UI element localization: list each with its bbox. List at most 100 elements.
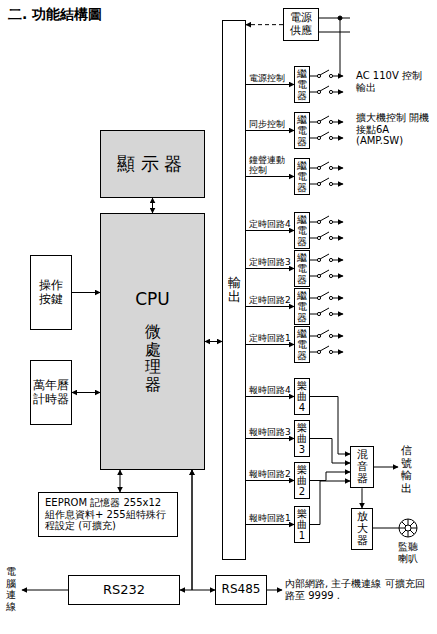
connector — [246, 344, 294, 345]
edge-label: 同步控制 — [249, 119, 293, 129]
key-box: 操作按鍵 — [30, 255, 72, 330]
relay-box: 繼電器 — [294, 250, 310, 287]
leader-arrow — [374, 467, 398, 468]
node-label: RS485 — [222, 583, 261, 597]
node-label: 顯示器 — [117, 154, 187, 175]
connector — [246, 230, 294, 231]
node-label: 繼電器 — [297, 114, 307, 147]
edge-label: 定時回路3 — [249, 257, 293, 267]
edge-label: 報時回路3 — [249, 427, 293, 437]
connector — [310, 397, 350, 455]
edge-label: 報時回路4 — [249, 385, 293, 395]
connector — [120, 470, 121, 492]
leader-arrow — [22, 590, 68, 591]
relay-box: 繼電器 — [294, 212, 310, 249]
edge-label: 定時回路1 — [249, 333, 293, 343]
relay-contacts — [310, 70, 343, 94]
node-label: 操作按鍵 — [39, 279, 63, 307]
connector — [152, 198, 153, 213]
network-note: 內部網路, 主子機連線 可擴充回路至 9999 . — [285, 578, 430, 601]
edge-label: 定時回路4 — [249, 219, 293, 229]
power-wire — [340, 18, 341, 76]
connector — [310, 439, 350, 464]
link-note: 電腦連線 — [6, 566, 16, 612]
mixer-box: 混音器 — [350, 446, 374, 488]
relay-contacts — [310, 162, 343, 186]
edge-label: 電源控制 — [249, 73, 293, 83]
node-label: 繼電器 — [297, 328, 307, 361]
node-label: 繼電器 — [297, 290, 307, 323]
edge-label: 報時回路2 — [249, 469, 293, 479]
cpu-box: CPU 微處理器 — [100, 213, 205, 470]
node-label: CPU — [135, 290, 170, 310]
speaker-symbol — [399, 519, 417, 537]
connector — [246, 480, 294, 481]
port-box: RS232 — [68, 575, 180, 605]
connector — [246, 438, 294, 439]
output-note: AC 110V 控制輸出 — [356, 70, 426, 93]
relay-box: 繼電器 — [294, 112, 310, 149]
music-box: 樂曲1 — [294, 506, 310, 543]
relay-box: 繼電器 — [294, 158, 310, 195]
node-label: 繼電器 — [297, 160, 307, 193]
relay-contacts — [310, 330, 343, 354]
relay-box: 繼電器 — [294, 326, 310, 363]
edge-label: 定時回路2 — [249, 295, 293, 305]
node-label: 樂曲1 — [297, 508, 307, 541]
memory-box: EEPROM 記憶器 255x12 組作息資料+ 255組特殊行程設定 (可擴充… — [38, 492, 178, 537]
music-box: 樂曲3 — [294, 420, 310, 457]
power-wire — [319, 18, 350, 19]
node-label: 電源供應 — [290, 12, 312, 37]
connector — [246, 396, 294, 397]
power-box: 電源供應 — [283, 8, 319, 41]
relay-contacts — [310, 292, 343, 316]
edge-label: 報時回路1 — [249, 513, 293, 523]
node-label: 混音器 — [357, 449, 368, 485]
edge-label: 鐘聲連動控制 — [249, 155, 293, 176]
node-label: 繼電器 — [297, 68, 307, 101]
speaker-wire — [373, 528, 399, 529]
relay-contacts — [310, 216, 343, 240]
music-box: 樂曲4 — [294, 378, 310, 415]
display-box: 顯示器 — [100, 130, 205, 198]
node-label: 樂曲3 — [297, 422, 307, 455]
connector — [192, 470, 215, 590]
connector — [246, 268, 294, 269]
connector — [246, 24, 283, 25]
output-bus: 輸出 — [222, 20, 246, 560]
leader-arrow — [267, 590, 282, 591]
output-note: 擴大機控制 開機接點6A (AMP.SW) — [356, 112, 434, 147]
connector — [72, 292, 100, 293]
connector — [246, 84, 294, 85]
power-wire — [319, 32, 350, 33]
diagram-title: 二. 功能結構圖 — [8, 6, 102, 22]
node-label: EEPROM 記憶器 255x12 組作息資料+ 255組特殊行程設定 (可擴充… — [45, 497, 171, 532]
node-label: 繼電器 — [297, 252, 307, 285]
node-label: RS232 — [103, 583, 145, 598]
node-label: 放大器 — [357, 511, 368, 547]
connector — [246, 176, 294, 177]
node-label: 樂曲4 — [297, 380, 307, 413]
connector — [246, 524, 294, 525]
relay-box: 繼電器 — [294, 288, 310, 325]
connector — [205, 341, 222, 342]
node-label: 萬年曆計時器 — [33, 379, 69, 407]
clock-box: 萬年曆計時器 — [30, 360, 72, 425]
relay-contacts — [310, 254, 343, 278]
relay-contacts — [310, 116, 343, 140]
wire-junction — [338, 16, 342, 20]
connector — [180, 470, 192, 590]
connector — [246, 306, 294, 307]
connector — [72, 392, 100, 393]
connector — [362, 488, 363, 508]
node-label: 微處理器 — [145, 323, 161, 393]
speaker-label: 監聽喇叭 — [398, 541, 418, 564]
music-box: 樂曲2 — [294, 462, 310, 499]
connector — [310, 481, 350, 525]
port-box: RS485 — [215, 575, 267, 605]
amplifier-box: 放大器 — [351, 508, 373, 550]
output-note: 信號輸出 — [401, 445, 412, 496]
relay-box: 繼電器 — [294, 66, 310, 103]
node-label: 繼電器 — [297, 214, 307, 247]
connector — [310, 472, 350, 481]
